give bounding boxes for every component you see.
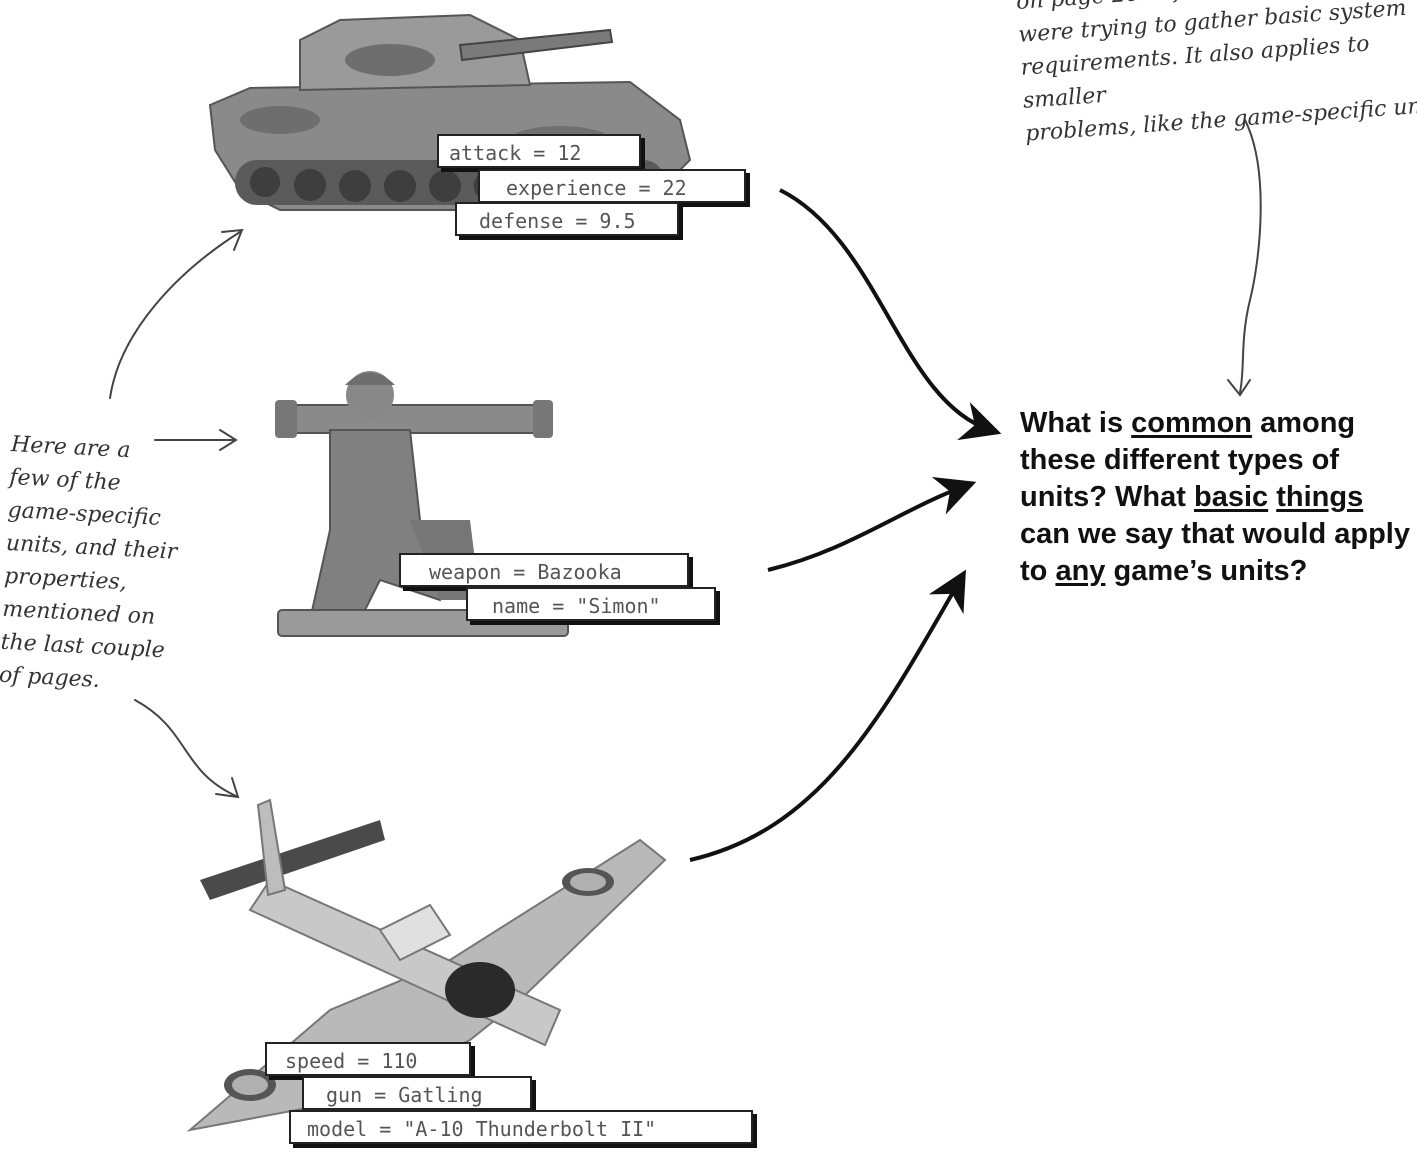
plane-speed-label: speed = 110: [265, 1042, 471, 1076]
plane-gun-label: gun = Gatling: [302, 1076, 532, 1110]
side-note: Here are a few of the game-specific unit…: [0, 428, 202, 702]
question-emphasis-common: common: [1131, 407, 1253, 439]
question-emphasis-basic: basic: [1193, 481, 1269, 513]
tank-experience-label: experience = 22: [478, 169, 746, 203]
tank-attack-label: attack = 12: [437, 134, 641, 168]
top-note-arrow: [1239, 119, 1262, 393]
question-text: can we say that would apply to: [1020, 518, 1410, 587]
soldier-arrow: [767, 476, 977, 572]
question-text: What is: [1020, 407, 1132, 439]
question-emphasis-any: any: [1055, 555, 1106, 587]
note-to-plane-arrowhead: [215, 777, 240, 799]
soldier-weapon-label: weapon = Bazooka: [399, 553, 689, 587]
question-text: among these different types of units? Wh…: [1020, 407, 1356, 513]
note-to-tank-arrow: [109, 231, 241, 399]
soldier-name-label: name = "Simon": [466, 587, 716, 621]
note-to-tank-arrowhead: [221, 228, 244, 251]
question-emphasis-things: things: [1276, 481, 1364, 513]
question-text: game’s units?: [1105, 555, 1308, 587]
tank-arrow: [779, 188, 1002, 441]
question-text: [1268, 481, 1276, 513]
note-to-soldier-arrowhead: [219, 429, 238, 451]
top-note-arrowhead: [1227, 379, 1251, 397]
plane-model-label: model = "A-10 Thunderbolt II": [289, 1110, 753, 1144]
main-question: What is common among these different typ…: [1020, 405, 1415, 590]
tank-defense-label: defense = 9.5: [455, 202, 679, 236]
plane-arrow: [689, 569, 966, 862]
note-to-plane-arrow: [134, 699, 237, 797]
